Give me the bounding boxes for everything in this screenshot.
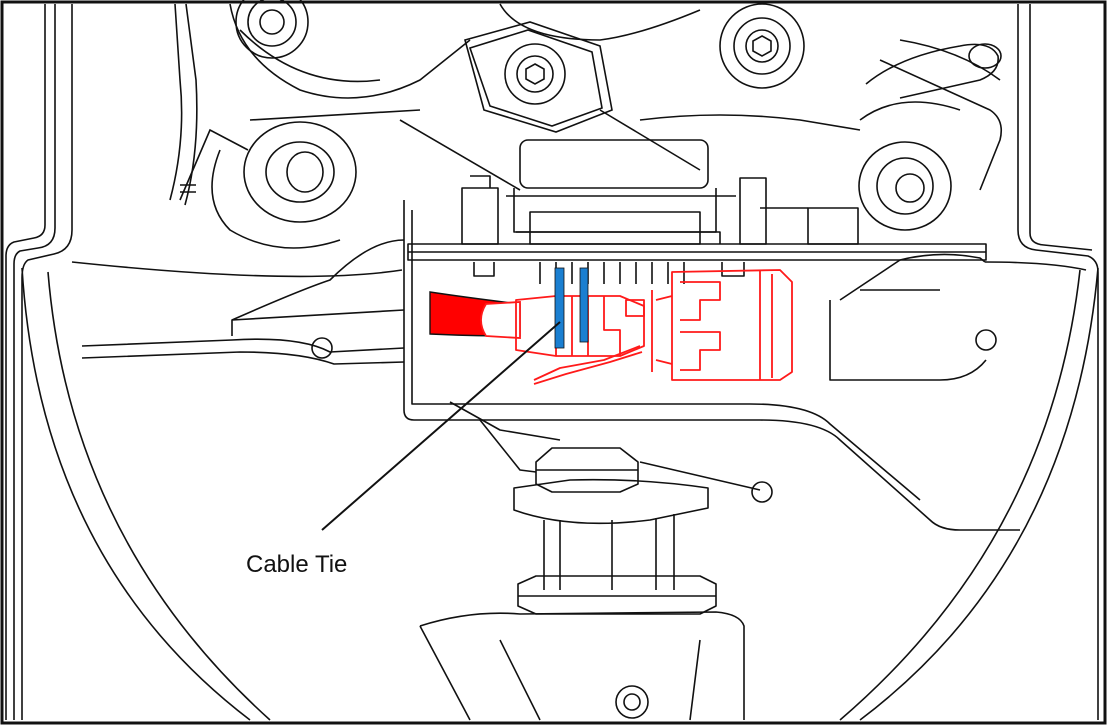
- upper-mechanism: [169, 3, 1003, 249]
- red-connector: [515, 269, 793, 385]
- callout-label-cable-tie: Cable Tie: [246, 551, 347, 578]
- housing: [5, 4, 1099, 721]
- callout-leader-line: [321, 321, 561, 531]
- bolt-bosses: [179, 0, 1002, 503]
- circuit-board: [81, 139, 1020, 531]
- cable-tie: [554, 267, 589, 349]
- cable-sheath: [480, 301, 521, 339]
- lower-post: [419, 419, 761, 721]
